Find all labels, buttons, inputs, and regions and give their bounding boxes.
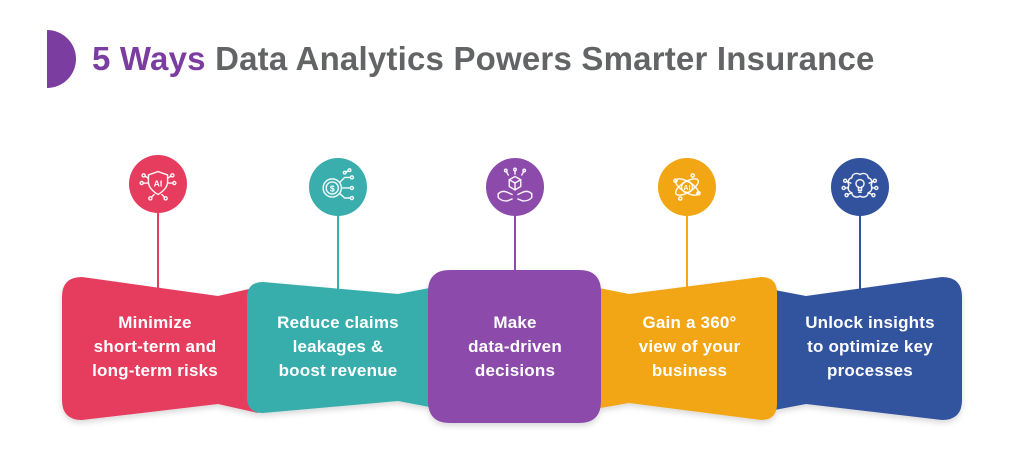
card-label-data-driven: Make data-driven decisions <box>468 313 562 380</box>
svg-text:AI: AI <box>154 178 163 188</box>
svg-text:AI: AI <box>683 184 690 192</box>
card-shape-360-view <box>589 277 777 420</box>
title-highlight: 5 Ways <box>92 40 206 77</box>
dollar-circuit-icon-art: $ <box>322 168 355 201</box>
dollar-circuit-icon: $ <box>309 158 367 216</box>
card-label-minimize-risks: Minimize short-term and long-term risks <box>92 313 218 380</box>
atom-ai-icon: AI <box>658 158 716 216</box>
card-label-360-view: Gain a 360° view of your business <box>638 313 741 380</box>
card-label-reduce-claims: Reduce claims leakages & boost revenue <box>277 313 399 380</box>
atom-ai-icon-art: AI <box>673 173 701 201</box>
card-shapes <box>62 270 962 423</box>
page-title: 5 Ways Data Analytics Powers Smarter Ins… <box>92 40 875 78</box>
card-shape-data-driven <box>428 270 601 423</box>
card-label-unlock-insights: Unlock insights to optimize key processe… <box>805 313 935 380</box>
brain-bulb-icon-art <box>841 172 879 198</box>
ai-shield-icon-art: AI <box>139 170 177 201</box>
card-shape-unlock-insights <box>764 277 962 420</box>
svg-text:$: $ <box>330 183 335 193</box>
connector-lines <box>157 205 861 300</box>
ai-shield-icon: AI <box>129 155 187 213</box>
hands-cube-icon-art <box>497 167 533 202</box>
brain-bulb-icon <box>831 158 889 216</box>
card-shape-minimize-risks <box>62 277 258 420</box>
hands-cube-icon <box>486 158 544 216</box>
card-shape-reduce-claims <box>247 282 440 413</box>
title-rest: Data Analytics Powers Smarter Insurance <box>205 40 875 77</box>
